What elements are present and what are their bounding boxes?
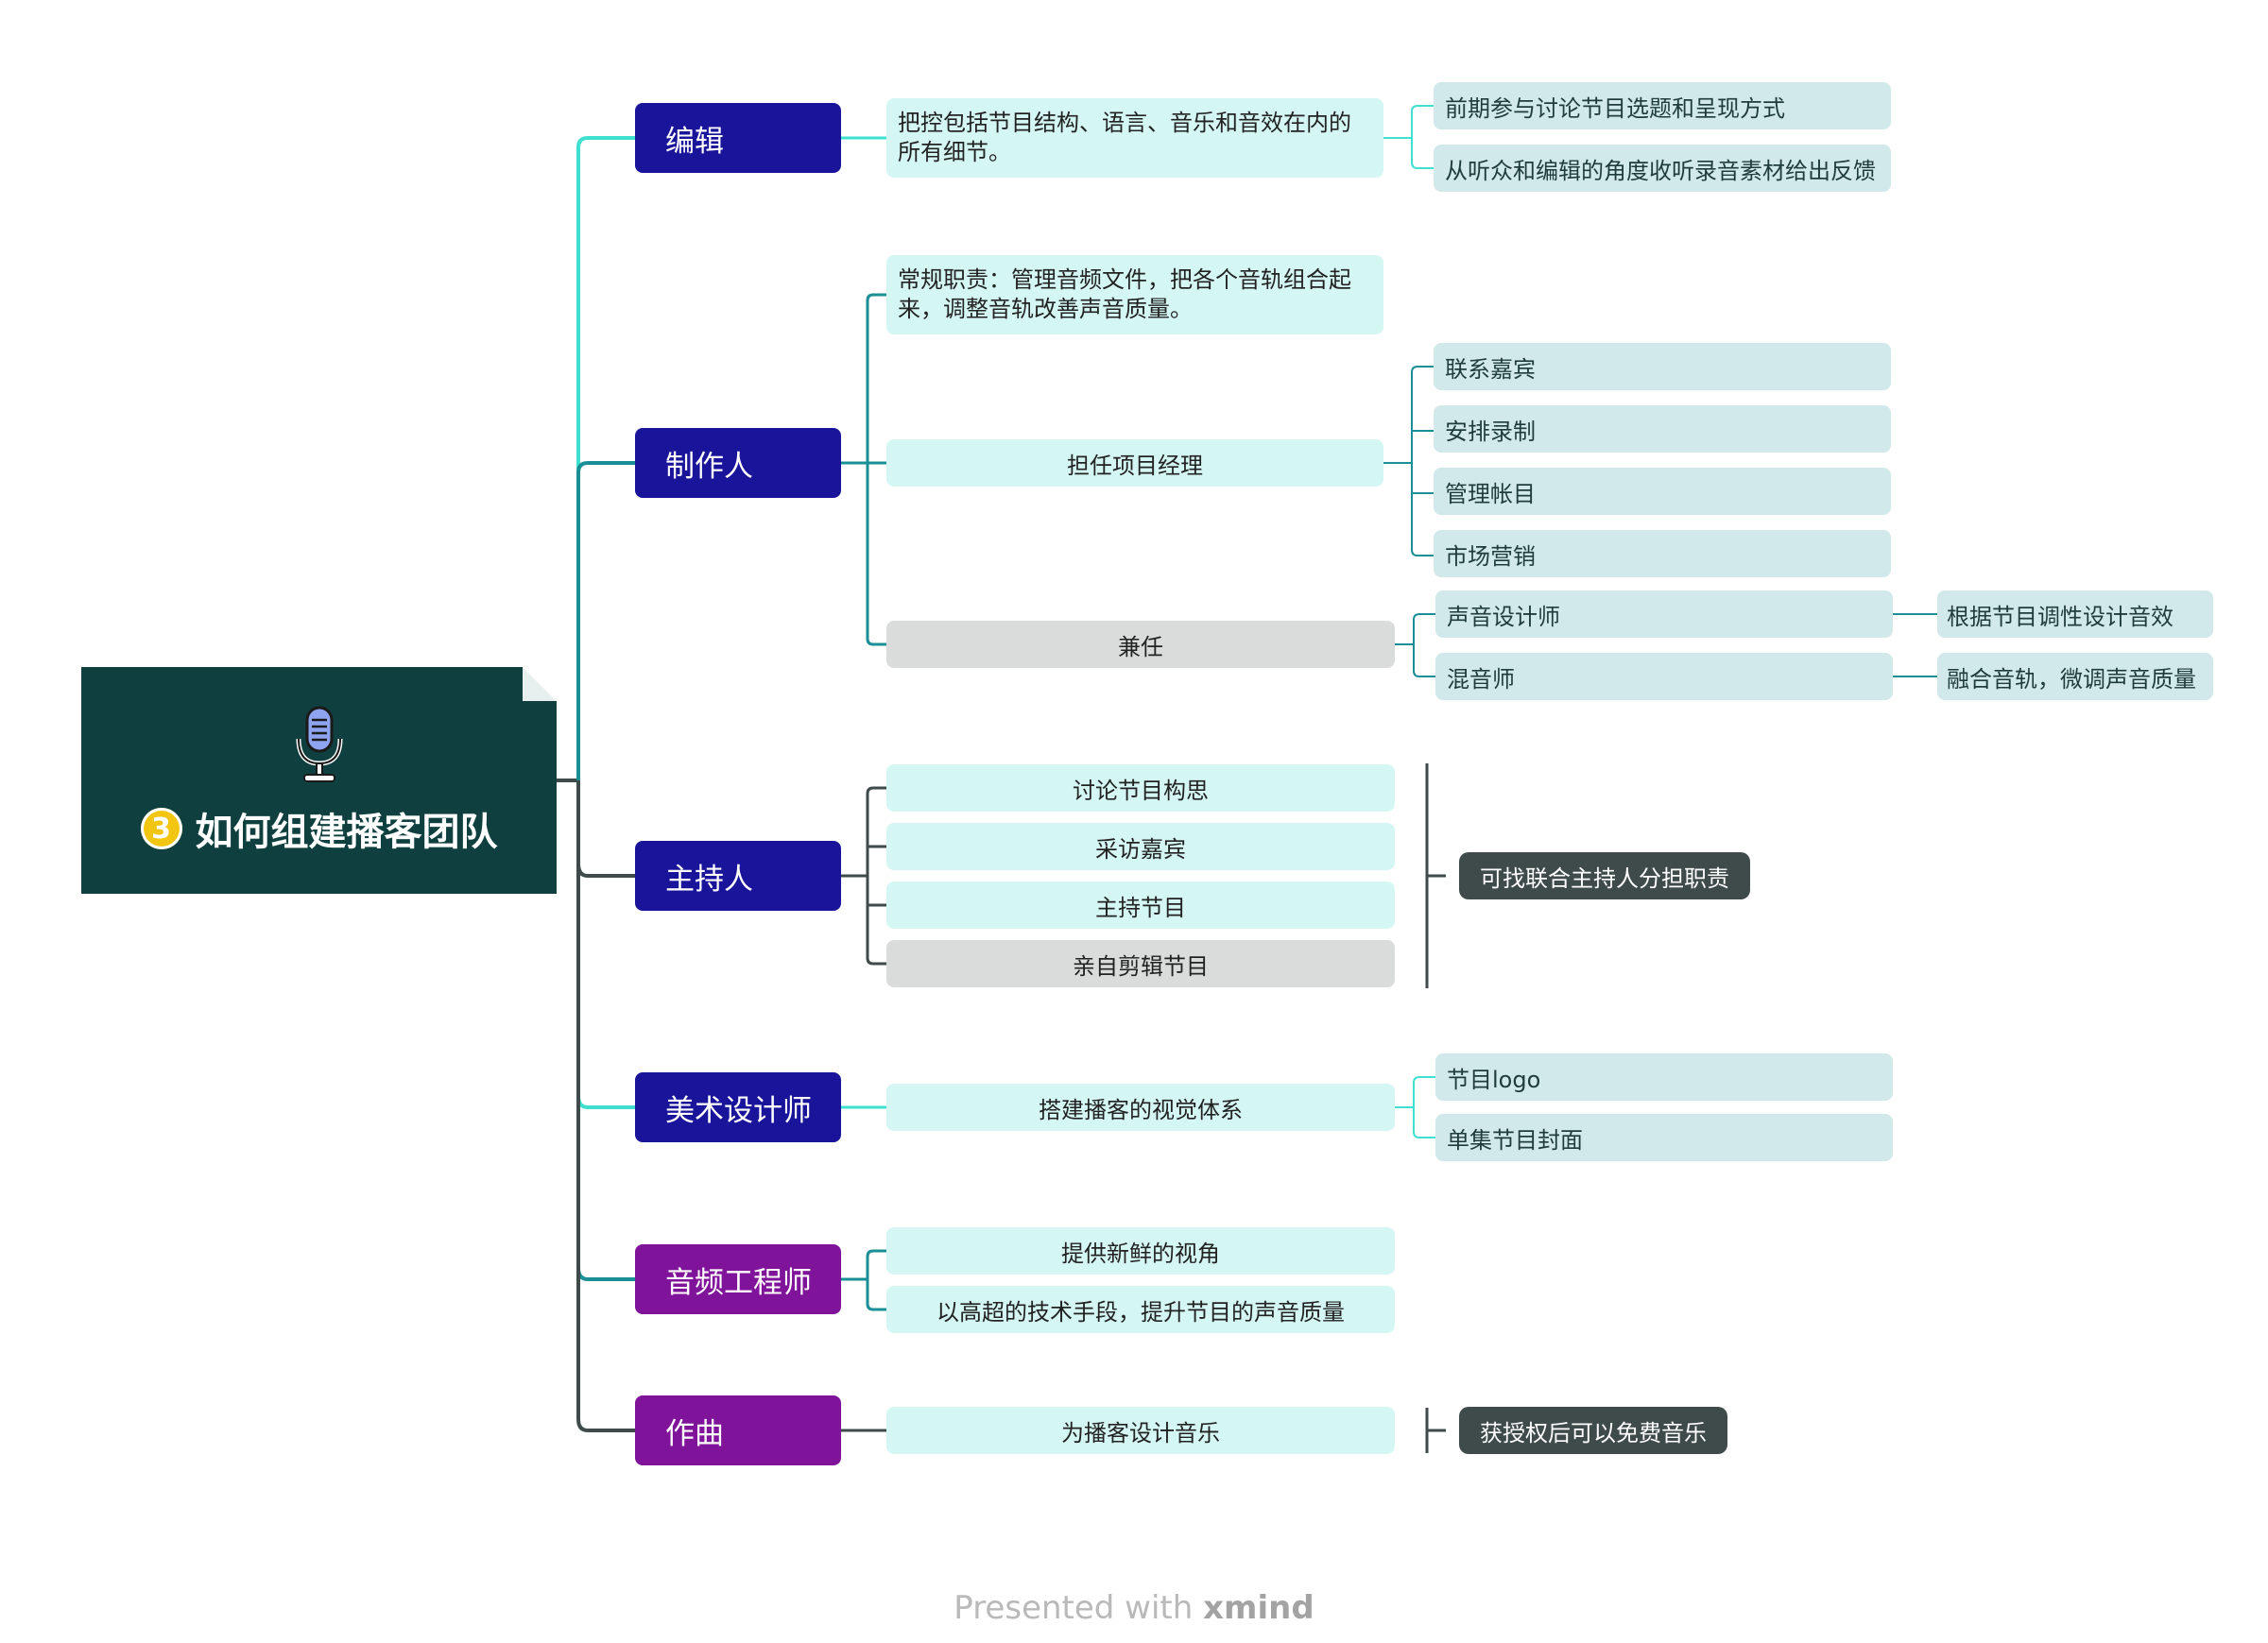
leaf-label: 从听众和编辑的角度收听录音素材给出反馈 [1445, 157, 1876, 184]
leaf-label: 单集节目封面 [1447, 1126, 1583, 1154]
note-label: 获授权后可以免费音乐 [1480, 1419, 1707, 1446]
microphone-icon [291, 705, 348, 788]
leaf-label: 安排录制 [1445, 418, 1536, 445]
branch-label: 音频工程师 [665, 1265, 812, 1300]
leaf-topic[interactable]: 管理帐目 [1434, 468, 1891, 515]
branch-composer[interactable]: 作曲 [635, 1395, 841, 1465]
subtopic-label: 讨论节目构思 [1073, 777, 1209, 804]
branch-producer[interactable]: 制作人 [635, 428, 841, 498]
subtopic[interactable]: 讨论节目构思 [886, 764, 1395, 812]
leaf-topic[interactable]: 声音设计师 [1435, 590, 1893, 638]
number-badge: 3 [140, 808, 182, 849]
detail-topic[interactable]: 根据节目调性设计音效 [1937, 590, 2213, 638]
subtopic-label: 把控包括节目结构、语言、音乐和音效在内的所有细节。 [898, 110, 1351, 165]
root-topic[interactable]: 3 如何组建播客团队 [81, 667, 557, 894]
subtopic-label: 常规职责：管理音频文件，把各个音轨组合起来，调整音轨改善声音质量。 [898, 266, 1351, 322]
leaf-topic[interactable]: 单集节目封面 [1435, 1114, 1893, 1161]
subtopic[interactable]: 搭建播客的视觉体系 [886, 1084, 1395, 1131]
leaf-label: 混音师 [1447, 665, 1515, 693]
branch-label: 主持人 [665, 862, 753, 897]
subtopic-label: 担任项目经理 [1067, 452, 1203, 479]
note-label: 可找联合主持人分担职责 [1480, 864, 1729, 892]
branch-audio-engineer[interactable]: 音频工程师 [635, 1244, 841, 1314]
subtopic-label: 提供新鲜的视角 [1061, 1240, 1220, 1267]
leaf-label: 节目logo [1447, 1066, 1541, 1093]
xmind-logo: xmind [1203, 1589, 1314, 1627]
root-title: 如何组建播客团队 [195, 811, 498, 854]
detail-label: 融合音轨，微调声音质量 [1947, 665, 2196, 693]
subtopic-label: 兼任 [1118, 633, 1163, 660]
subtopic-label: 亲自剪辑节目 [1073, 952, 1209, 980]
footer-credit: Presented with xmind [0, 1589, 2268, 1627]
leaf-topic[interactable]: 混音师 [1435, 653, 1893, 700]
subtopic[interactable]: 主持节目 [886, 881, 1395, 929]
subtopic[interactable]: 把控包括节目结构、语言、音乐和音效在内的所有细节。 [886, 98, 1383, 178]
subtopic[interactable]: 常规职责：管理音频文件，把各个音轨组合起来，调整音轨改善声音质量。 [886, 255, 1383, 334]
subtopic-label: 以高超的技术手段，提升节目的声音质量 [936, 1298, 1345, 1326]
leaf-topic[interactable]: 市场营销 [1434, 530, 1891, 577]
branch-editor[interactable]: 编辑 [635, 103, 841, 173]
summary-note[interactable]: 获授权后可以免费音乐 [1459, 1407, 1727, 1454]
subtopic-label: 采访嘉宾 [1095, 835, 1186, 863]
branch-art-designer[interactable]: 美术设计师 [635, 1072, 841, 1142]
subtopic[interactable]: 提供新鲜的视角 [886, 1227, 1395, 1275]
subtopic[interactable]: 采访嘉宾 [886, 823, 1395, 870]
leaf-label: 市场营销 [1445, 542, 1536, 570]
subtopic-label: 搭建播客的视觉体系 [1039, 1096, 1243, 1123]
subtopic[interactable]: 为播客设计音乐 [886, 1407, 1395, 1454]
leaf-topic[interactable]: 安排录制 [1434, 405, 1891, 453]
branch-label: 制作人 [665, 449, 753, 484]
subtopic[interactable]: 担任项目经理 [886, 439, 1383, 487]
subtopic-label: 主持节目 [1095, 894, 1186, 921]
page-fold [523, 667, 557, 701]
subtopic[interactable]: 兼任 [886, 621, 1395, 668]
leaf-topic[interactable]: 从听众和编辑的角度收听录音素材给出反馈 [1434, 145, 1891, 192]
subtopic[interactable]: 以高超的技术手段，提升节目的声音质量 [886, 1286, 1395, 1333]
leaf-label: 联系嘉宾 [1445, 355, 1536, 383]
leaf-label: 管理帐目 [1445, 480, 1536, 507]
summary-note[interactable]: 可找联合主持人分担职责 [1459, 852, 1750, 899]
footer-prefix: Presented with [954, 1589, 1204, 1627]
subtopic[interactable]: 亲自剪辑节目 [886, 940, 1395, 987]
leaf-topic[interactable]: 联系嘉宾 [1434, 343, 1891, 390]
detail-topic[interactable]: 融合音轨，微调声音质量 [1937, 653, 2213, 700]
subtopic-label: 为播客设计音乐 [1061, 1419, 1220, 1446]
branch-label: 作曲 [665, 1416, 724, 1451]
leaf-topic[interactable]: 节目logo [1435, 1053, 1893, 1101]
root-title-row: 3 如何组建播客团队 [140, 801, 498, 856]
leaf-topic[interactable]: 前期参与讨论节目选题和呈现方式 [1434, 82, 1891, 129]
branch-host[interactable]: 主持人 [635, 841, 841, 911]
detail-label: 根据节目调性设计音效 [1947, 603, 2174, 630]
branch-label: 美术设计师 [665, 1093, 812, 1128]
branch-label: 编辑 [665, 124, 724, 159]
leaf-label: 声音设计师 [1447, 603, 1560, 630]
leaf-label: 前期参与讨论节目选题和呈现方式 [1445, 94, 1785, 122]
